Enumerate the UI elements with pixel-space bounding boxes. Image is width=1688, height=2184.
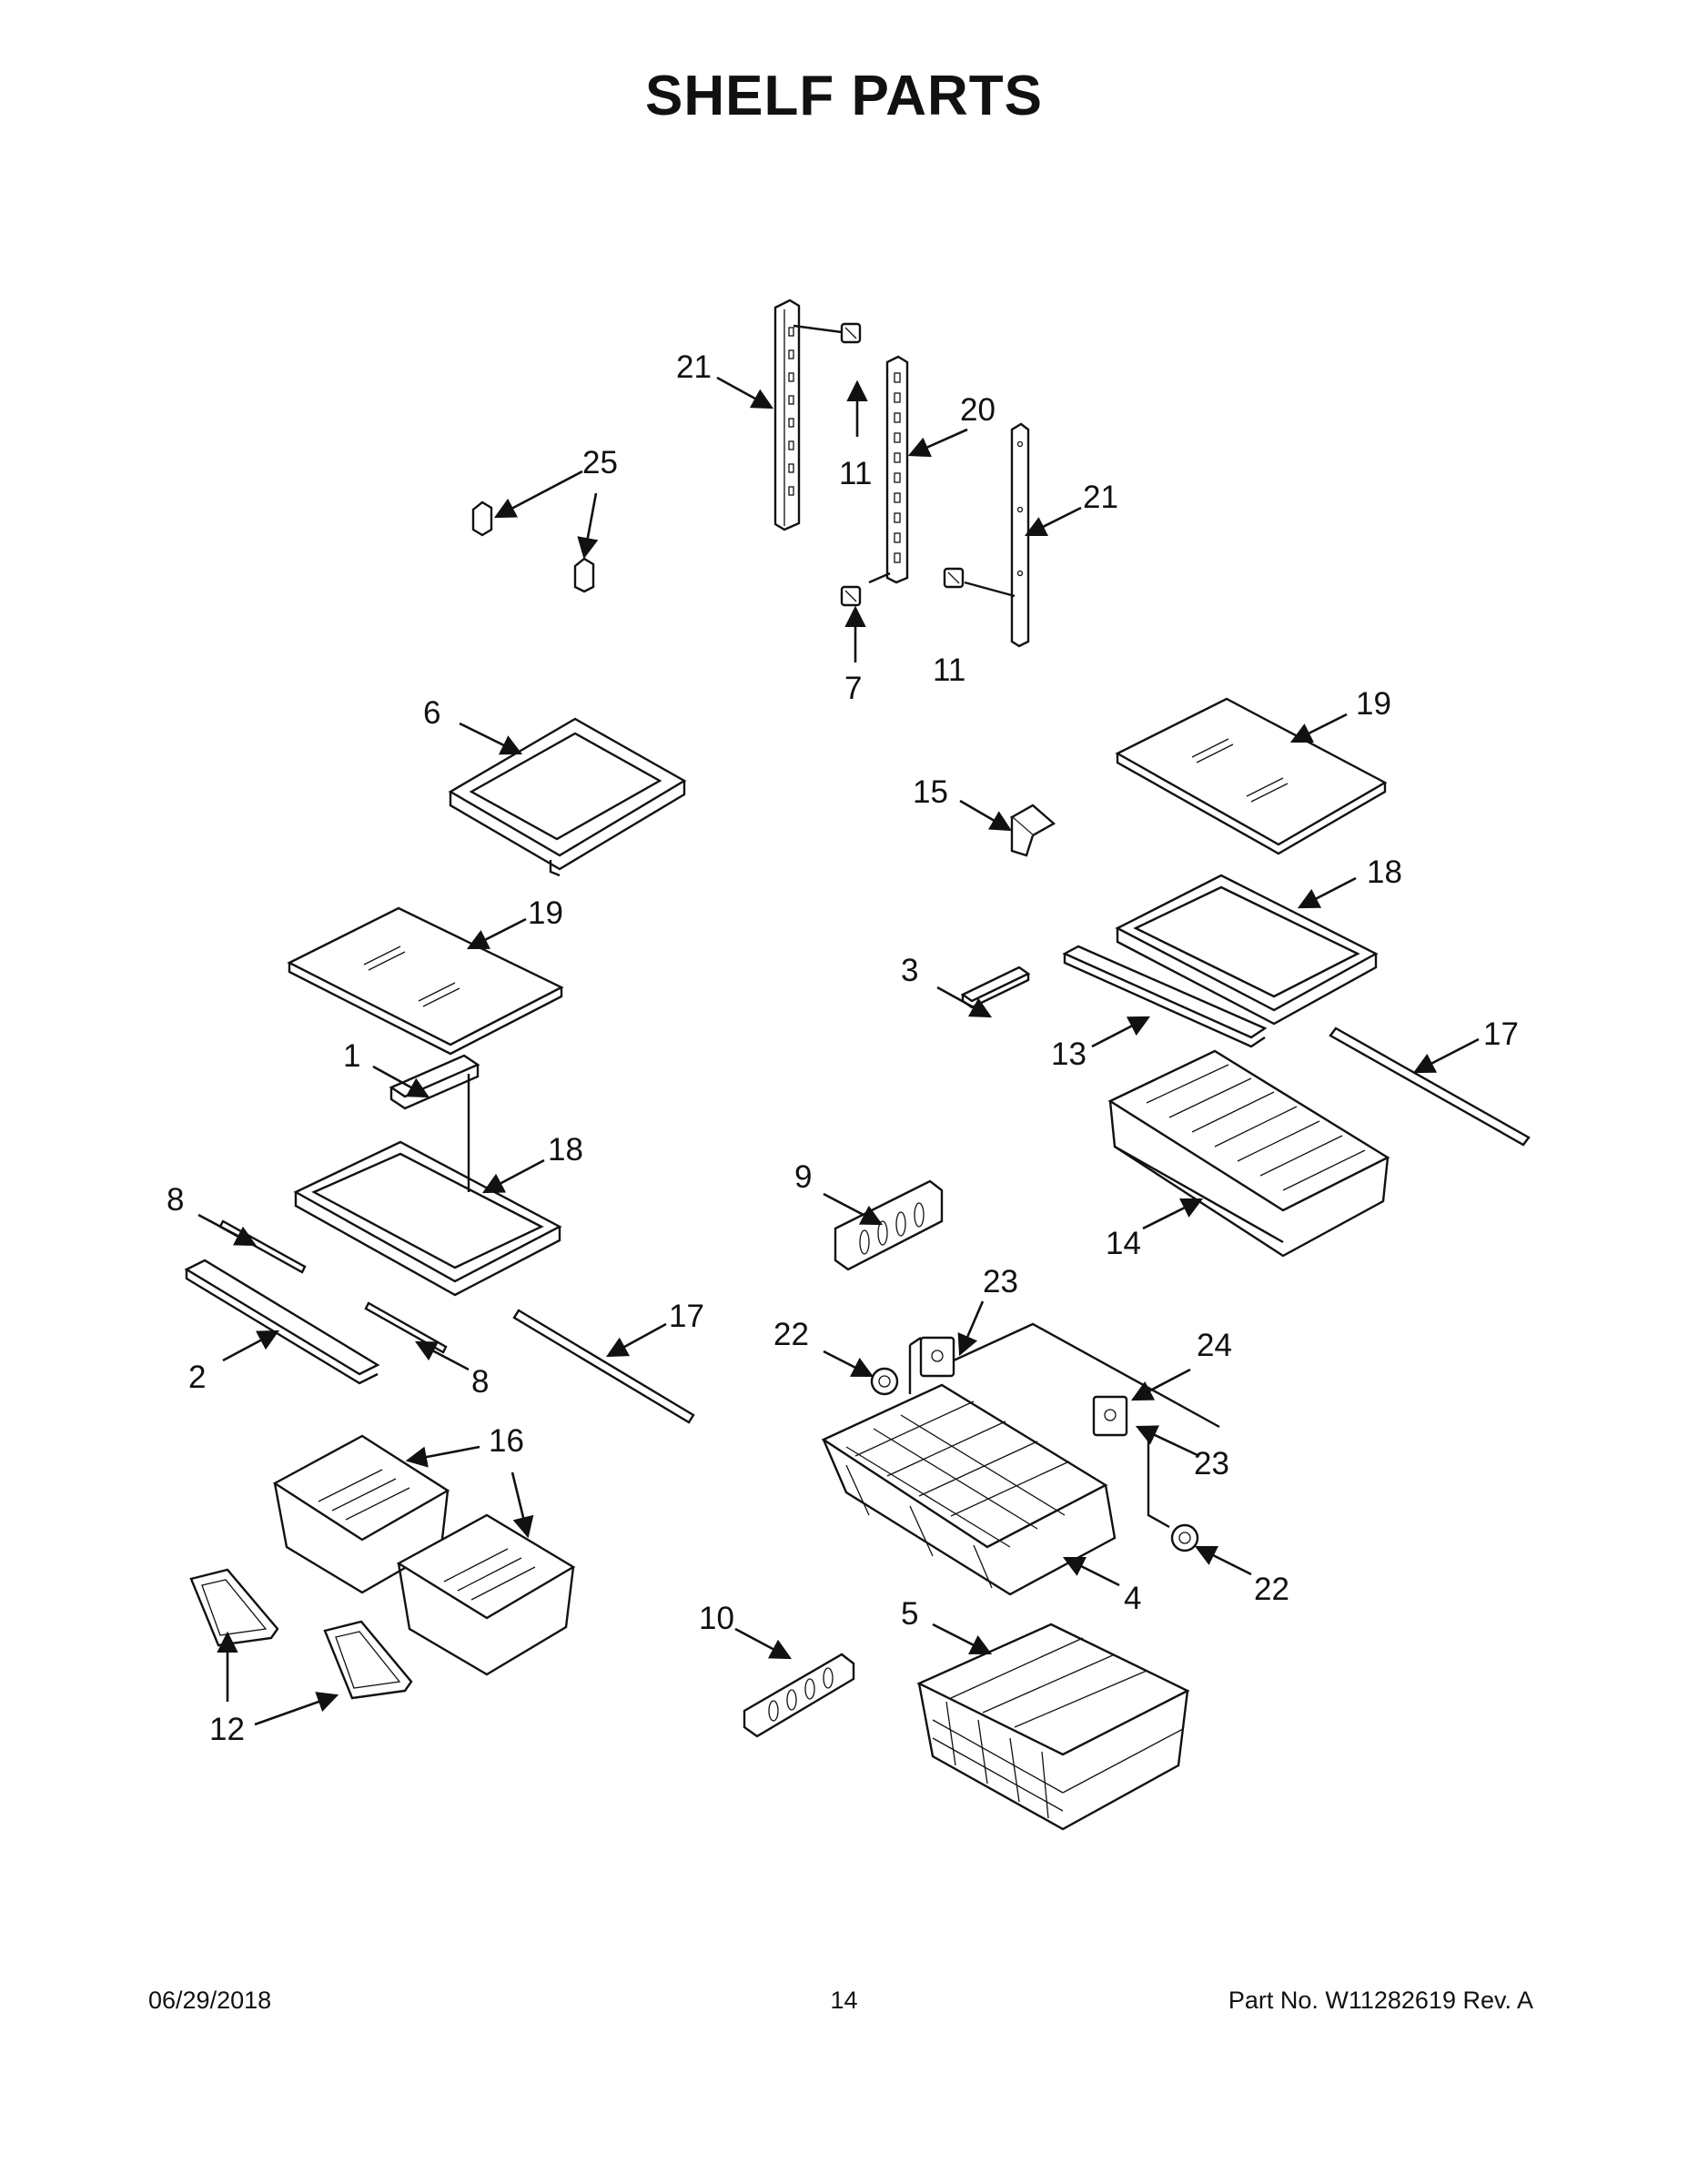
callout-8: 8 [167, 1182, 184, 1218]
callout-10: 10 [699, 1601, 734, 1636]
part-17-rod-right [1329, 1026, 1531, 1147]
part-17-rod-left [512, 1309, 695, 1424]
callout-19: 19 [528, 895, 563, 931]
callout-15: 15 [913, 774, 948, 810]
callout-9: 9 [794, 1159, 812, 1195]
part-23-basket-bracket-left [919, 1336, 955, 1378]
part-12-handle-lower [323, 1620, 413, 1700]
callout-11: 11 [839, 456, 872, 491]
callout-19: 19 [1356, 686, 1391, 722]
part-3-small-bracket [960, 966, 1031, 1009]
part-5-wire-basket [916, 1623, 1190, 1831]
footer-page-number: 14 [830, 1987, 858, 2014]
part-18-shelf-frame-right [1115, 874, 1379, 1026]
callout-arrows [197, 376, 1480, 1726]
footer-part-number: Part No. W11282619 Rev. A [1228, 1987, 1533, 2014]
callout-8: 8 [471, 1364, 489, 1400]
callout-14: 14 [1106, 1226, 1141, 1261]
part-13-trim-strip [1062, 945, 1268, 1048]
callout-13: 13 [1051, 1036, 1087, 1072]
callout-23: 23 [1194, 1446, 1229, 1481]
part-9-door-bin [834, 1179, 944, 1271]
part-22-gear-right [1170, 1523, 1199, 1552]
part-24-rail [908, 1322, 1220, 1529]
footer-date: 06/29/2018 [148, 1987, 272, 2014]
part-18-shelf-frame-left [293, 1140, 562, 1297]
part-8-clip-upper [218, 1219, 307, 1274]
callout-2: 2 [188, 1360, 206, 1395]
part-10-door-bin [743, 1653, 855, 1738]
callout-4: 4 [1124, 1581, 1141, 1616]
part-8-clip-lower [364, 1301, 448, 1354]
part-19-glass-shelf-right [1115, 697, 1388, 855]
callout-labels: 21 11 20 21 25 7 11 6 19 15 19 18 3 13 1… [167, 349, 1519, 1747]
page-title: SHELF PARTS [645, 65, 1043, 127]
callout-17: 17 [1483, 1016, 1519, 1052]
part-12-handle-upper [189, 1568, 279, 1647]
part-15-bracket [1009, 804, 1056, 857]
part-2-trim [184, 1259, 380, 1385]
callout-11: 11 [933, 652, 965, 688]
part-16-crisper-drawer-left [272, 1434, 450, 1594]
callout-3: 3 [901, 953, 918, 988]
callout-21: 21 [1083, 480, 1118, 515]
callout-23: 23 [983, 1264, 1018, 1299]
part-4-wire-basket [821, 1383, 1117, 1596]
part-21-rail-right [1010, 422, 1030, 648]
part-25-clips [471, 500, 595, 593]
callout-20: 20 [960, 392, 996, 428]
part-11-screw-bottom [943, 567, 965, 589]
callout-6: 6 [423, 695, 440, 731]
part-11-screw-top [840, 322, 862, 344]
part-16-crisper-drawer-right [396, 1513, 576, 1676]
callout-22: 22 [773, 1317, 809, 1352]
callout-18: 18 [1367, 854, 1402, 890]
callout-12: 12 [209, 1712, 245, 1747]
part-7-screw [840, 585, 862, 607]
callout-18: 18 [548, 1132, 583, 1168]
callout-1: 1 [343, 1038, 360, 1074]
part-23-basket-bracket-right [1092, 1395, 1128, 1437]
callout-17: 17 [669, 1299, 704, 1334]
callout-16: 16 [489, 1423, 524, 1459]
part-20-rail-middle [885, 355, 909, 584]
part-14-deli-drawer [1107, 1049, 1390, 1258]
part-21-rail-left [773, 298, 801, 531]
callout-21: 21 [676, 349, 712, 385]
callout-25: 25 [582, 445, 618, 480]
part-19-glass-shelf-left [287, 906, 564, 1056]
callout-5: 5 [901, 1596, 918, 1632]
callout-7: 7 [844, 671, 862, 706]
part-6-shelf-frame [448, 717, 687, 877]
callout-24: 24 [1197, 1328, 1232, 1363]
callout-22: 22 [1254, 1572, 1289, 1607]
part-22-gear-left [870, 1367, 899, 1396]
